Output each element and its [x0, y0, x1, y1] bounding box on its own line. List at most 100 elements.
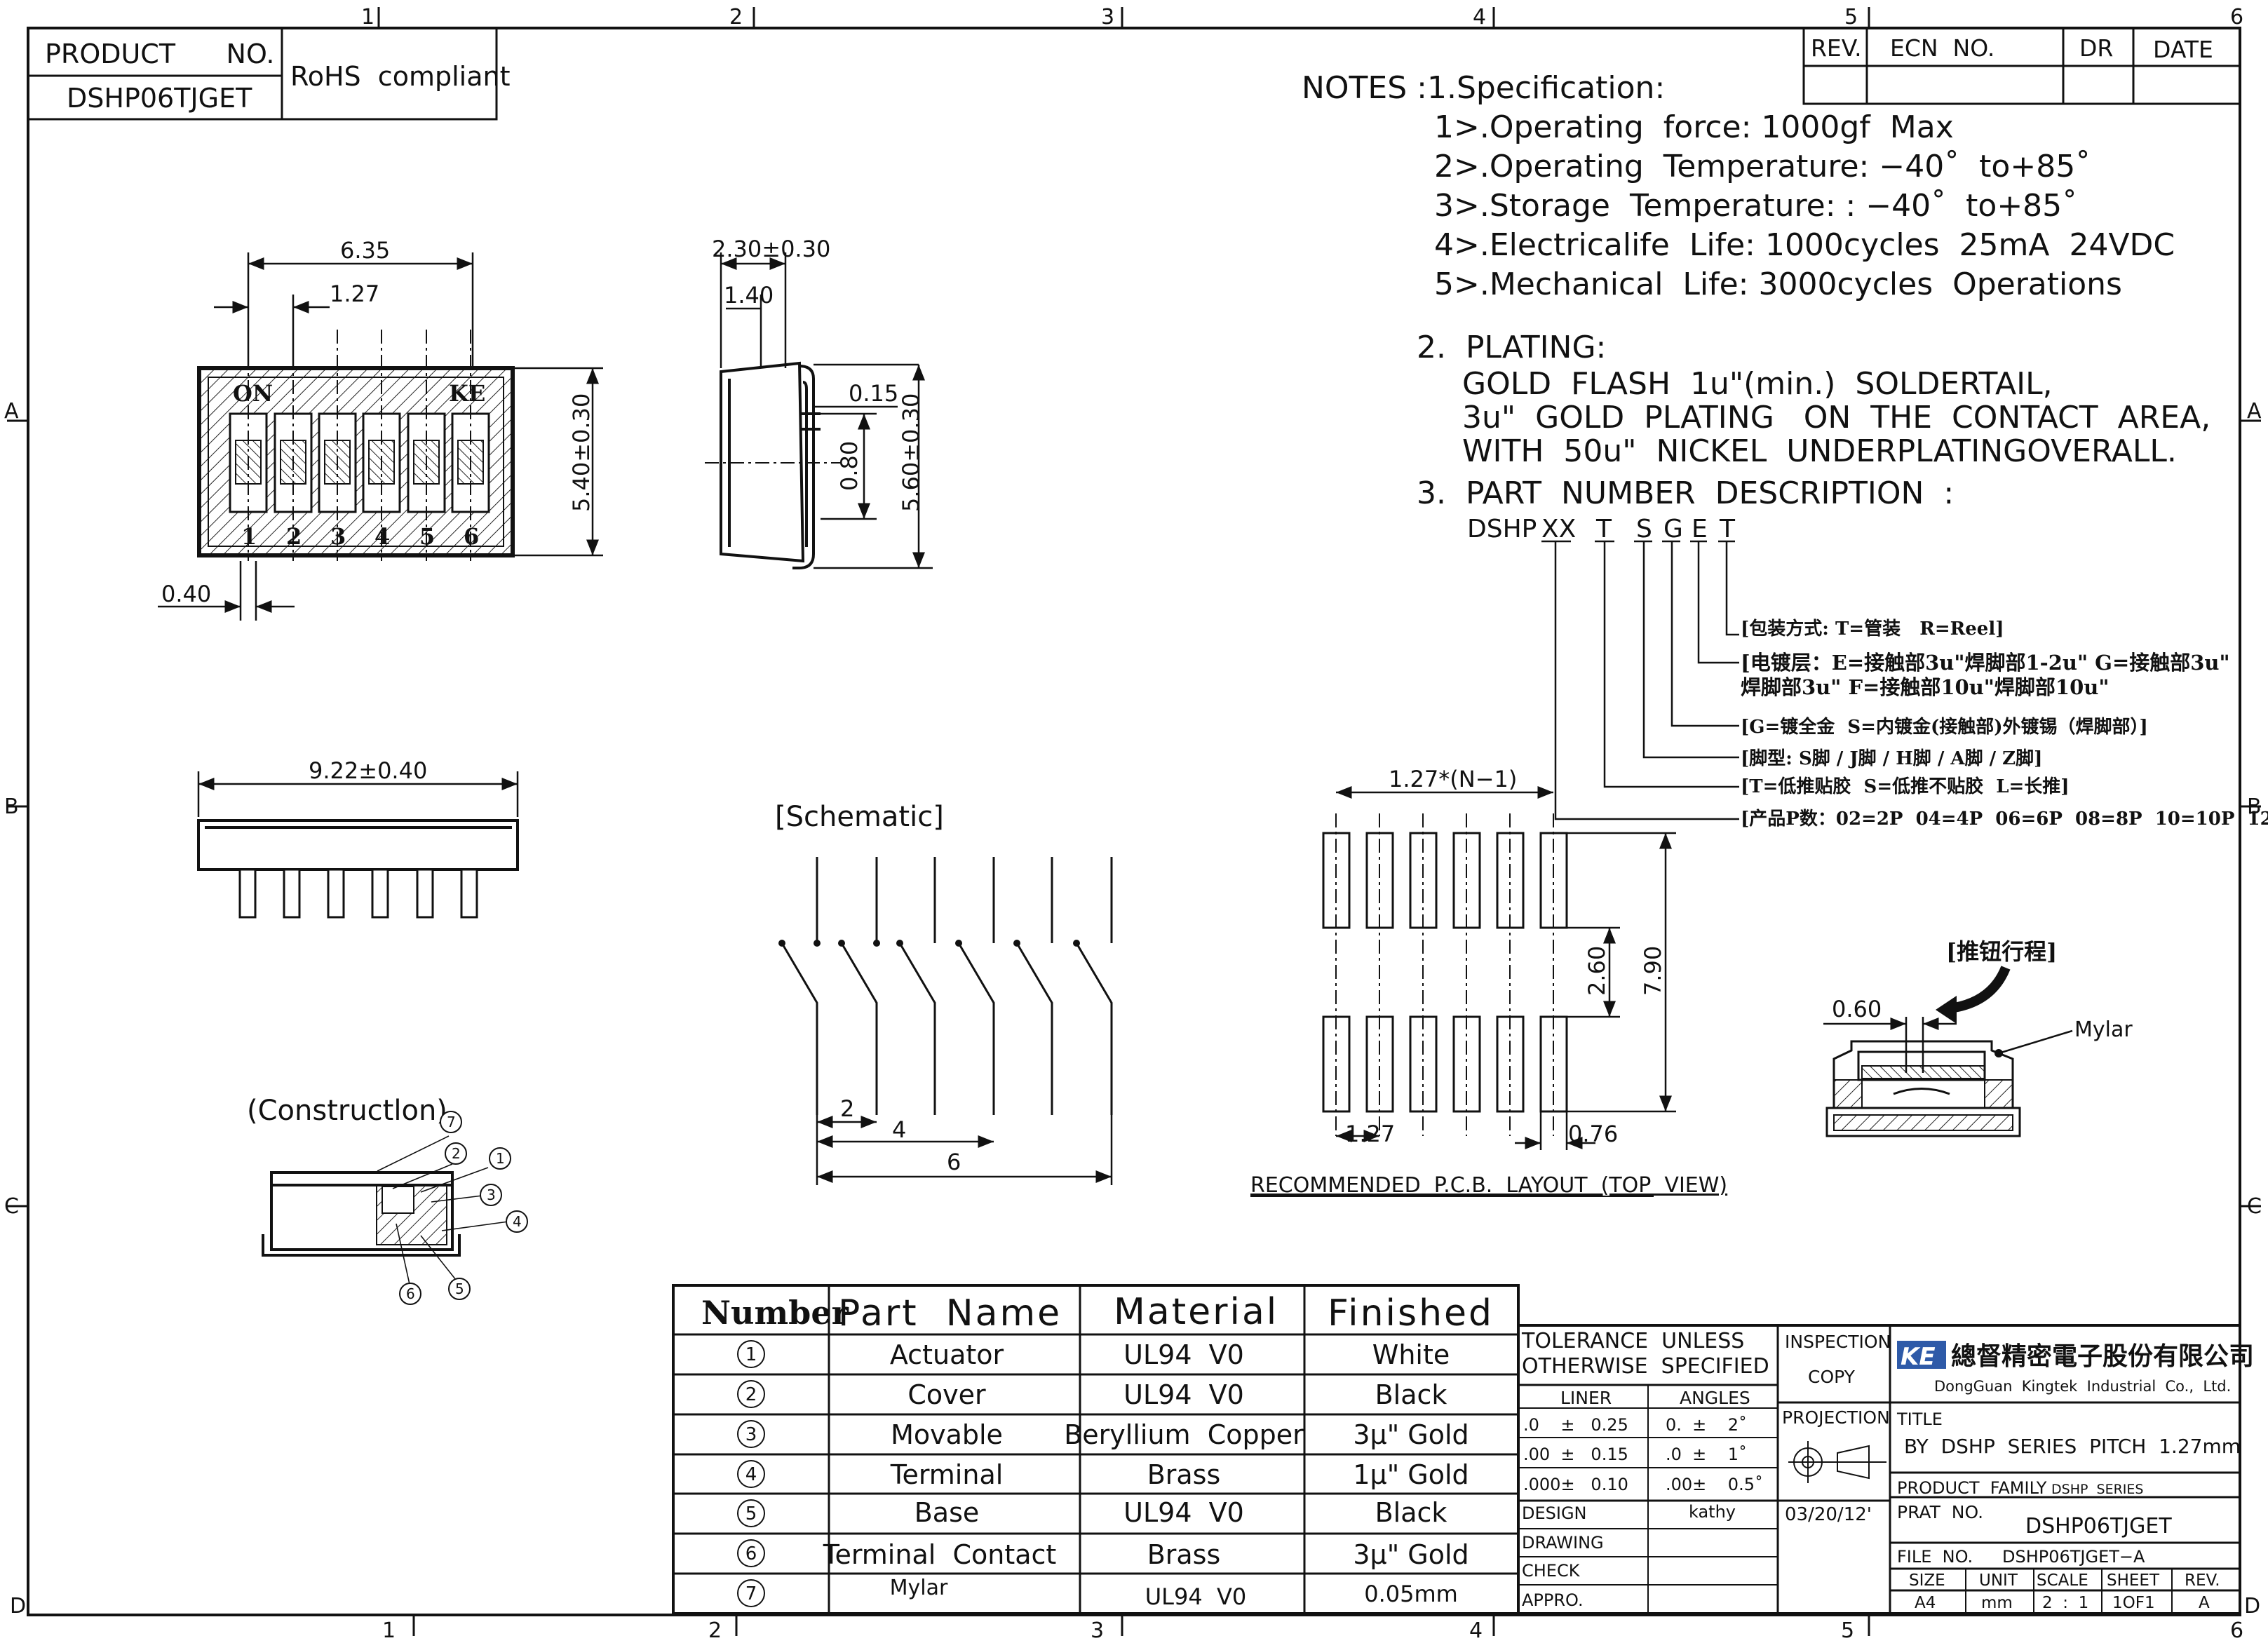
pcb-layout: 1.27*(N−1) 2.60 7.90 1.27 0.76 RECOMMEND…: [1250, 766, 1727, 1198]
company-name-cn: 總督精密電子股份有限公司: [1951, 1341, 2254, 1371]
product-no-value: DSHP06TJGET: [67, 83, 252, 114]
design-date: 03/20/12': [1785, 1504, 1872, 1525]
bom-row-number: 7: [745, 1583, 757, 1604]
note-spec-5: 5>.Mechanical Life: 3000cycles Operation…: [1434, 266, 2122, 302]
part-number-code: DSHP XX T S G E T: [1467, 515, 1739, 820]
title-block: TOLERANCE UNLESS OTHERWISE SPECIFIED LIN…: [1517, 1324, 2254, 1615]
legend-electroplating-2: 焊脚部3u" F=接触部10u"焊脚部10u": [1741, 675, 2109, 699]
front-view: 9.22±0.40: [197, 757, 519, 919]
tolerance-line-2: OTHERWISE SPECIFIED: [1522, 1354, 1769, 1379]
frame-col-bottom-4: 4: [1469, 1618, 1483, 1643]
frame-col-2: 2: [729, 5, 743, 29]
scale-header: SCALE: [2037, 1571, 2088, 1590]
product-family-label: PRODUCT FAMILY: [1897, 1478, 2047, 1498]
title-label: TITLE: [1896, 1409, 1943, 1429]
projection-symbol-icon: [1788, 1441, 1886, 1483]
dr-header: DR: [2079, 34, 2113, 62]
size-header: SIZE: [1909, 1571, 1945, 1590]
part-code-pin: S: [1636, 515, 1652, 543]
side-view: 2.30±0.30 1.40 0.15 0.80 5.60±0.30: [705, 236, 933, 569]
dim-2-30: 2.30±0.30: [712, 236, 830, 262]
pcb-dim-2-60: 2.60: [1584, 946, 1610, 996]
dim-5-60: 5.60±0.30: [898, 393, 924, 512]
frame-col-bottom-1: 1: [382, 1618, 396, 1643]
logo-text: KE: [1901, 1343, 1936, 1371]
tolerance-liner: .000± 0.10: [1523, 1475, 1628, 1494]
bom-material: Beryllium Copper: [1064, 1419, 1304, 1450]
tolerance-angle: .0 ± 1˚: [1666, 1445, 1747, 1464]
frame-row-b-right: B: [2247, 795, 2262, 819]
callout-7: 7: [447, 1114, 456, 1130]
part-code-type: T: [1595, 515, 1612, 543]
bom-part-name: Terminal: [890, 1459, 1004, 1490]
legend-electroplating-1: [电镀层：E=接触部3u"焊脚部1-2u" G=接触部3u": [1741, 651, 2230, 675]
file-no-label: FILE NO.: [1897, 1547, 1973, 1567]
pcb-dim-pitch-total: 1.27*(N−1): [1389, 766, 1517, 792]
part-no-value: DSHP06TJGET: [2025, 1514, 2172, 1539]
check-label: CHECK: [1522, 1561, 1581, 1581]
dim-1-27: 1.27: [330, 280, 379, 307]
switch-number: 3: [330, 523, 346, 550]
frame-col-bottom-3: 3: [1091, 1618, 1104, 1643]
switch-number: 2: [286, 523, 302, 550]
bom-material: UL94 V0: [1123, 1497, 1244, 1528]
pcb-dim-0-76: 0.76: [1568, 1121, 1618, 1147]
drawing-title: BY DSHP SERIES PITCH 1.27mm: [1904, 1435, 2241, 1458]
note-spec-4: 4>.Electricalife Life: 1000cycles 25mA 2…: [1434, 227, 2175, 263]
travel-label: [推钮行程]: [1946, 938, 2057, 965]
construction-view: (Constructlon) 7 2 1 3 4: [247, 1095, 528, 1305]
company-name-en: DongGuan Kingtek Industrial Co., Ltd.: [1934, 1378, 2231, 1395]
file-no-value: DSHP06TJGET−A: [2002, 1547, 2145, 1567]
frame-col-bottom-6: 6: [2230, 1618, 2243, 1643]
liner-header: LINER: [1560, 1388, 1612, 1408]
bom-finish: Black: [1375, 1497, 1447, 1528]
rev-header: REV.: [1811, 34, 1862, 62]
frame-row-d: D: [10, 1594, 26, 1618]
bom-finish: Black: [1375, 1379, 1447, 1410]
bom-finish: 0.05mm: [1364, 1581, 1458, 1607]
frame-col-1: 1: [361, 5, 374, 29]
switch-number: 4: [374, 523, 390, 550]
copy-label: COPY: [1808, 1367, 1856, 1387]
legend-packaging: [包装方式: T=管装 R=Reel]: [1741, 618, 2004, 640]
frame-row-c: C: [4, 1194, 19, 1219]
notes-heading: NOTES :1.Specification:: [1302, 70, 1665, 106]
design-label: DESIGN: [1522, 1503, 1587, 1523]
note-plating-1: GOLD FLASH 1u"(min.) SOLDERTAIL,: [1462, 366, 2053, 402]
product-family-value: DSHP SERIES: [2051, 1482, 2143, 1497]
bom-material: Brass: [1147, 1459, 1221, 1490]
bom-header-material: Material: [1114, 1291, 1278, 1333]
bom-material: UL94 V0: [1145, 1583, 1247, 1610]
switch-number: 6: [464, 523, 479, 550]
bom-finish: 1μ" Gold: [1353, 1459, 1469, 1490]
ecn-header: ECN NO.: [1890, 34, 1994, 62]
bom-row-number: 1: [745, 1344, 757, 1365]
unit-value: mm: [1981, 1594, 2013, 1612]
bom-part-name: Actuator: [890, 1339, 1004, 1370]
callout-2: 2: [452, 1145, 461, 1162]
angles-header: ANGLES: [1680, 1388, 1750, 1408]
top-view: ON KE 1 2 3 4 5 6 6.35 1.27 5.40±0.30 0.…: [158, 237, 603, 621]
size-value: A4: [1915, 1594, 1936, 1612]
dim-0-15: 0.15: [849, 380, 898, 407]
tolerance-angle: .00± 0.5˚: [1666, 1475, 1763, 1494]
appro-label: APPRO.: [1522, 1590, 1584, 1610]
note-part-heading: 3. PART NUMBER DESCRIPTION :: [1417, 475, 1954, 511]
part-code-count: XX: [1541, 515, 1576, 543]
construction-label: (Constructlon): [247, 1095, 447, 1127]
note-plating-2: 3u" GOLD PLATING ON THE CONTACT AREA,: [1462, 400, 2210, 435]
part-code-pack: T: [1719, 515, 1736, 543]
legend-pin-type: [脚型: S脚 / J脚 / H脚 / A脚 / Z脚]: [1741, 748, 2042, 769]
bom-material: UL94 V0: [1123, 1339, 1244, 1370]
product-header: PRODUCT NO. DSHP06TJGET RoHS compliant: [27, 27, 510, 121]
frame-col-5: 5: [1844, 5, 1858, 29]
pcb-dim-7-90: 7.90: [1640, 946, 1666, 996]
frame-row-d-right: D: [2244, 1594, 2260, 1618]
legend-gold: [G=镀全金 S=内镀金(接触部)外镀锡（焊脚部）]: [1741, 716, 2148, 738]
part-code-prefix: DSHP: [1467, 515, 1537, 543]
callout-4: 4: [513, 1213, 522, 1230]
revision-block: REV. ECN NO. DR DATE: [1802, 27, 2241, 105]
drawing-label: DRAWING: [1522, 1533, 1604, 1553]
actuator-travel-detail: [推钮行程] 0.60 Mylar: [1823, 938, 2133, 1137]
